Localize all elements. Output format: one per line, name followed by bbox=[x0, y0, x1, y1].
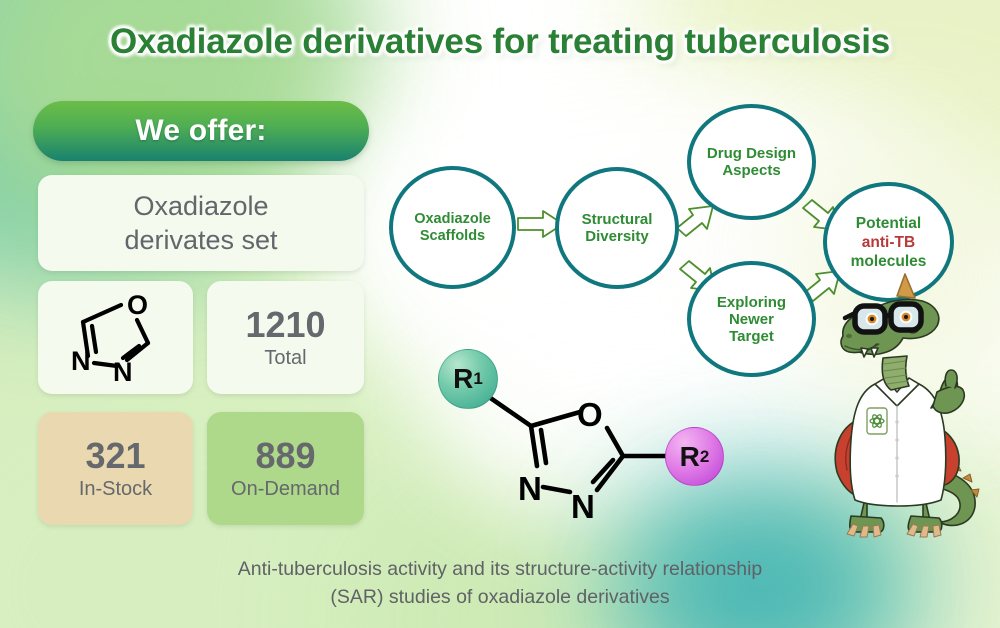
flow-node-anti-tb-line1: Potential bbox=[855, 214, 922, 232]
flow-node-anti-tb-label: Potential anti-TB molecules bbox=[845, 214, 933, 271]
stat-value-total: 1210 bbox=[245, 304, 326, 345]
flow-node-scaffolds[interactable]: Oxadiazole Scaffolds bbox=[389, 166, 516, 289]
arrow-newer-target-to-anti-tb bbox=[803, 270, 841, 302]
molecule-atom-o: O bbox=[577, 396, 603, 433]
flow-node-drug-design-line2: Aspects bbox=[722, 162, 781, 179]
dragon-scientist-mascot bbox=[834, 273, 980, 538]
stat-card-in-stock: 321 In-Stock bbox=[38, 412, 193, 525]
molecule-atom-n1: N bbox=[518, 470, 542, 507]
flow-node-newer-target-line1: Exploring bbox=[716, 293, 787, 311]
product-set-card: Oxadiazole derivates set bbox=[38, 175, 364, 271]
flow-node-newer-target-line2: Newer bbox=[728, 310, 774, 328]
we-offer-label: We offer: bbox=[135, 114, 267, 147]
stat-label-on-demand: On-Demand bbox=[231, 478, 340, 500]
r2-label: R bbox=[679, 440, 700, 472]
stat-card-total: 1210 Total bbox=[207, 281, 364, 394]
flow-node-anti-tb[interactable]: Potential anti-TB molecules bbox=[823, 182, 954, 302]
we-offer-banner: We offer: bbox=[33, 101, 369, 161]
stat-value-on-demand: 889 bbox=[255, 435, 316, 476]
flow-node-newer-target-label: Exploring Newer Target bbox=[711, 294, 792, 345]
ring-atom-o: O bbox=[127, 292, 148, 320]
figure-caption: Anti-tuberculosis activity and its struc… bbox=[0, 555, 1000, 611]
arrow-scaffolds-to-diversity bbox=[517, 210, 564, 238]
flow-node-diversity[interactable]: Structural Diversity bbox=[555, 167, 679, 289]
page-title: Oxadiazole derivatives for treating tube… bbox=[109, 22, 891, 61]
oxadiazole-ring-icon: O N N bbox=[71, 292, 150, 384]
stat-label-in-stock: In-Stock bbox=[78, 478, 153, 500]
r1-label: R bbox=[453, 363, 474, 394]
flow-node-diversity-label: Structural Diversity bbox=[576, 211, 659, 245]
oxadiazole-structure-card: O N N bbox=[38, 281, 193, 394]
flow-node-scaffolds-line2: Scaffolds bbox=[419, 227, 486, 244]
flow-node-drug-design-line1: Drug Design bbox=[706, 145, 797, 162]
arrow-diversity-to-drug-design bbox=[676, 205, 714, 237]
r2-subscript: 2 bbox=[699, 446, 710, 466]
flow-node-scaffolds-line1: Oxadiazole bbox=[414, 210, 491, 227]
stat-card-on-demand: 889 On-Demand bbox=[207, 412, 364, 525]
caption-line2: (SAR) studies of oxadiazole derivatives bbox=[330, 586, 670, 608]
flow-node-anti-tb-line3: molecules bbox=[850, 252, 927, 270]
ring-atom-n2: N bbox=[113, 357, 133, 384]
ring-atom-n1: N bbox=[71, 346, 91, 376]
flow-node-newer-target[interactable]: Exploring Newer Target bbox=[687, 261, 816, 377]
stat-label-total: Total bbox=[264, 347, 307, 369]
caption-line1: Anti-tuberculosis activity and its struc… bbox=[237, 558, 763, 580]
flow-node-drug-design-label: Drug Design Aspects bbox=[701, 145, 802, 179]
set-name-line1: Oxadiazole bbox=[133, 191, 269, 221]
flow-node-newer-target-line3: Target bbox=[729, 327, 774, 345]
flow-node-scaffolds-label: Oxadiazole Scaffolds bbox=[408, 211, 497, 245]
r1-subscript: 1 bbox=[473, 369, 483, 388]
flow-node-drug-design[interactable]: Drug Design Aspects bbox=[687, 104, 816, 220]
set-name-line2: derivates set bbox=[124, 225, 278, 255]
flow-node-anti-tb-line2: anti-TB bbox=[861, 233, 916, 251]
stat-value-in-stock: 321 bbox=[85, 435, 146, 476]
flow-node-diversity-line1: Structural bbox=[581, 211, 653, 228]
molecule-atom-n2: N bbox=[571, 488, 595, 525]
flow-node-diversity-line2: Diversity bbox=[585, 228, 649, 245]
molecule-bonds: O N N bbox=[486, 394, 670, 525]
